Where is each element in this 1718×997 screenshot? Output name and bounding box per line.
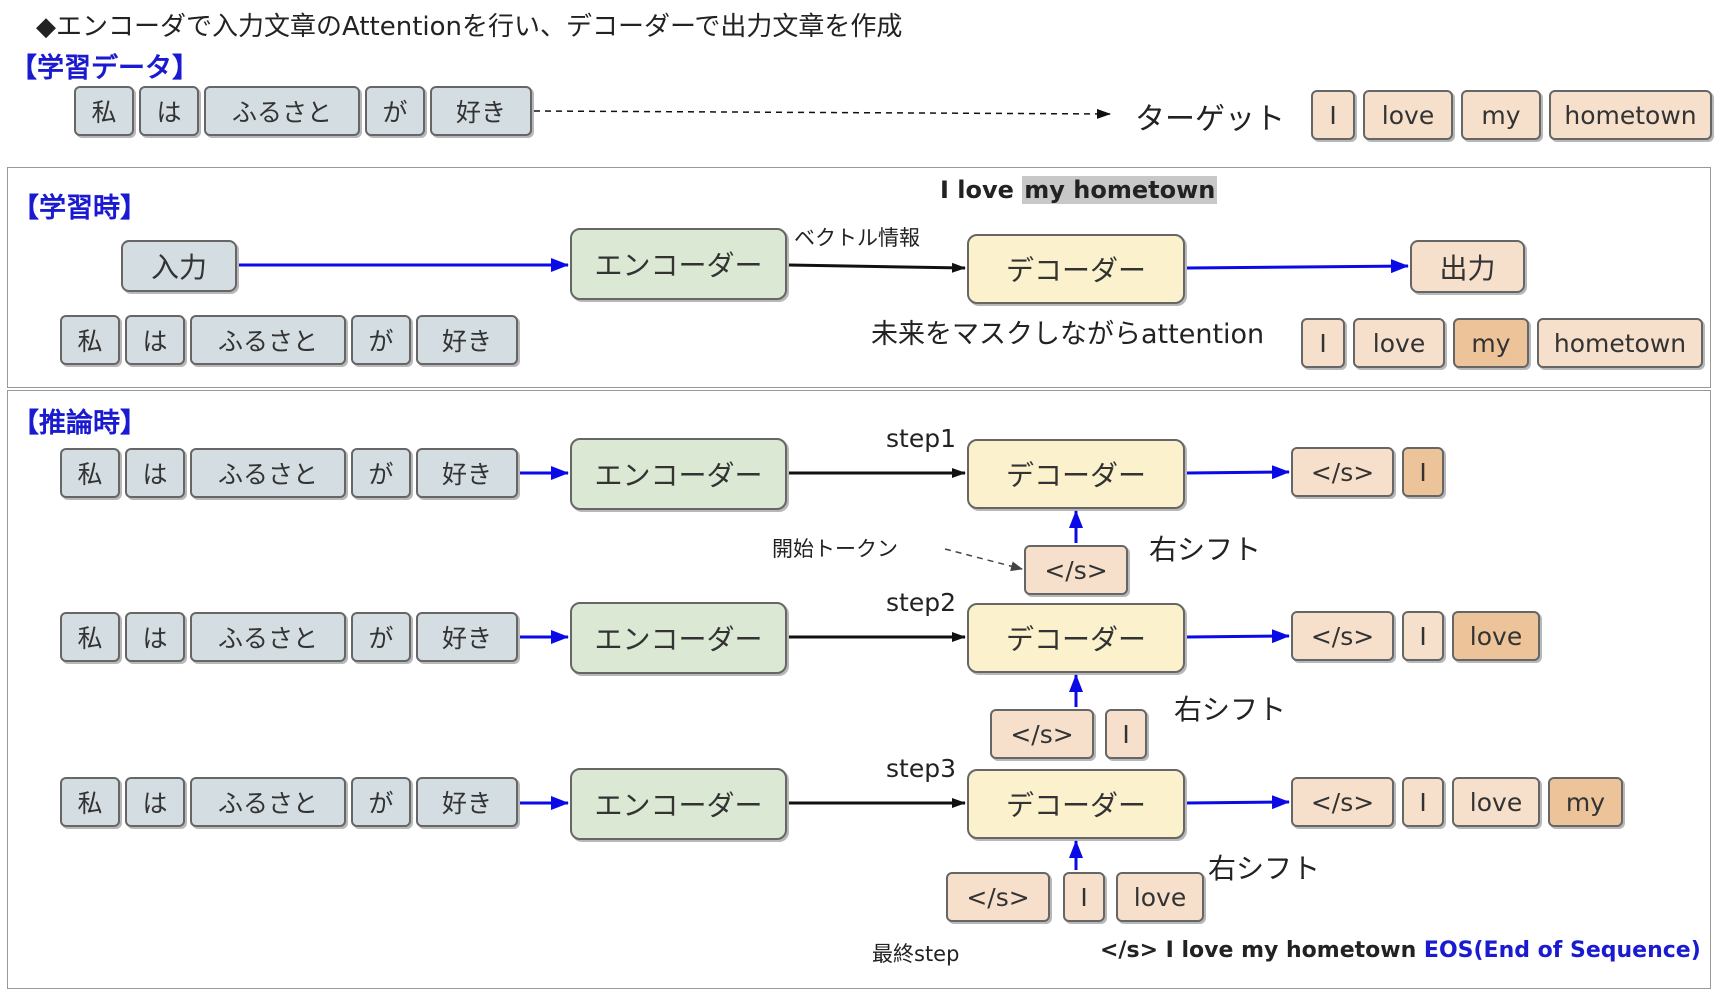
inference-heading: 【推論時】 [12, 408, 147, 439]
step3-output-token: </s> [1291, 777, 1394, 827]
target-token: love [1363, 90, 1453, 140]
step3-shift-label: 右シフト [1208, 852, 1321, 885]
step2-shift-label: 右シフト [1174, 693, 1287, 726]
mask-caption: 未来をマスクしながらattention [871, 319, 1265, 350]
step3-output-token: I [1402, 777, 1444, 827]
input-token: ふるさと [190, 448, 346, 498]
step3-label: step3 [886, 754, 956, 783]
input-token: 好き [416, 315, 518, 365]
step1-shift-label: 右シフト [1149, 533, 1262, 566]
input-box: 入力 [121, 240, 237, 292]
final-step-label: 最終step [872, 942, 960, 966]
step3-decoder: デコーダー [967, 769, 1185, 839]
target-dashed-arrow [533, 108, 1111, 119]
page-title: ◆エンコーダで入力文章のAttentionを行い、デコーダーで出力文章を作成 [36, 12, 903, 42]
step1-output-token: </s> [1291, 447, 1394, 497]
step3-output-token-new: my [1548, 777, 1623, 827]
input-token: 私 [74, 86, 134, 136]
input-token: 好き [416, 448, 518, 498]
step1-encoder: エンコーダー [570, 438, 787, 510]
step3-decoder-input: </s> [946, 872, 1050, 922]
start-token-label: 開始トークン [772, 537, 898, 561]
step2-encoder: エンコーダー [570, 602, 787, 674]
input-token: が [365, 86, 425, 136]
input-token: は [125, 315, 185, 365]
step2-decoder: デコーダー [967, 603, 1185, 673]
input-token: ふるさと [204, 86, 360, 136]
step1-decoder: デコーダー [967, 439, 1185, 509]
output-box: 出力 [1410, 240, 1525, 293]
input-token: が [351, 448, 411, 498]
step1-decoder-input: </s> [1024, 545, 1128, 595]
input-token: 私 [60, 448, 120, 498]
target-token: I [1311, 90, 1355, 140]
input-token: 好き [416, 777, 518, 827]
eos-label: EOS(End of Sequence) [1423, 938, 1701, 963]
input-token: は [125, 777, 185, 827]
input-token: が [351, 612, 411, 662]
training-decoder: デコーダー [967, 234, 1185, 304]
inference-frame [7, 390, 1711, 989]
start-token-dashed-arrow [944, 548, 1023, 572]
step3-decoder-input: love [1116, 872, 1204, 922]
step2-output-arrow [1186, 629, 1290, 644]
target-token-highlight: my [1453, 318, 1529, 368]
training-sentence: I love my hometown [940, 176, 1218, 204]
input-token: ふるさと [190, 612, 346, 662]
input-token: は [125, 612, 185, 662]
input-token: が [351, 315, 411, 365]
final-sequence: </s> I love my hometown EOS(End of Seque… [1100, 938, 1701, 963]
step3-decoder-input: I [1063, 872, 1105, 922]
training-output-arrow [1186, 259, 1409, 274]
training-vector-arrow [788, 262, 966, 273]
step2-decoder-input: </s> [990, 709, 1094, 759]
input-token: ふるさと [190, 777, 346, 827]
input-token: は [125, 448, 185, 498]
input-token: は [139, 86, 199, 136]
vector-info-label: ベクトル情報 [794, 226, 920, 250]
input-token: 好き [430, 86, 532, 136]
target-token: my [1461, 90, 1541, 140]
step2-output-token: I [1402, 611, 1444, 661]
training-data-heading: 【学習データ】 [10, 53, 199, 84]
input-token: 私 [60, 315, 120, 365]
step1-output-token-new: I [1402, 447, 1444, 497]
sentence-plain: I love [940, 176, 1014, 204]
target-label: ターゲット [1135, 102, 1285, 137]
input-token: ふるさと [190, 315, 346, 365]
target-token: hometown [1549, 90, 1712, 140]
step3-output-token: love [1452, 777, 1540, 827]
target-token: hometown [1537, 318, 1703, 368]
target-token: love [1353, 318, 1445, 368]
step2-output-token: </s> [1291, 611, 1394, 661]
step3-output-arrow [1186, 795, 1290, 810]
training-encoder: エンコーダー [570, 228, 787, 300]
input-token: 好き [416, 612, 518, 662]
step2-output-token-new: love [1452, 611, 1540, 661]
final-sequence-text: </s> I love my hometown [1100, 938, 1417, 963]
step3-encoder: エンコーダー [570, 768, 787, 840]
input-token: 私 [60, 777, 120, 827]
training-frame [7, 167, 1711, 388]
step2-label: step2 [886, 588, 956, 617]
training-heading: 【学習時】 [12, 193, 147, 224]
step1-output-arrow [1186, 465, 1290, 480]
sentence-masked: my hometown [1022, 176, 1218, 204]
target-token: I [1301, 318, 1345, 368]
step1-label: step1 [886, 424, 956, 453]
input-token: 私 [60, 612, 120, 662]
step2-decoder-input: I [1105, 709, 1147, 759]
input-token: が [351, 777, 411, 827]
